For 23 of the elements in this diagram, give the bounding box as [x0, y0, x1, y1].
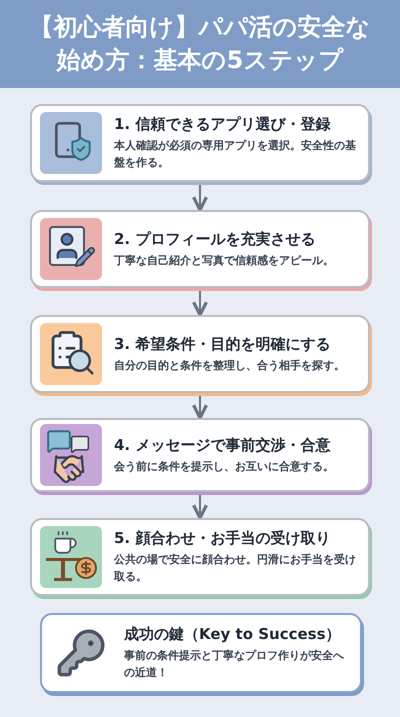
step-heading: 1. 信頼できるアプリ選び・登録: [114, 115, 332, 134]
step-card: [30, 518, 370, 596]
step-description: 丁寧な自己紹介と写真で信頼感をアピール。: [114, 252, 334, 268]
step-card: [30, 104, 370, 182]
step-heading: 5. 顔合わせ・お手当の受け取り: [114, 529, 332, 548]
tip-card: [40, 613, 362, 693]
step-card: [30, 315, 370, 393]
step-heading: 4. メッセージで事前交渉・合意: [114, 436, 332, 454]
arrow: [192, 288, 208, 317]
step-heading: 2. プロフィールを充実させる: [114, 230, 316, 248]
arrow: [192, 182, 208, 212]
title: 【初心者向け】パパ活の安全な始め方：基本の5ステップ: [28, 12, 372, 76]
step-description: 自分の目的と条件を整理し、合う相手を探す。: [114, 358, 345, 374]
step-card: [30, 418, 370, 492]
step-heading: 成功の鍵（Key to Success）: [124, 625, 342, 644]
step-description: 会う前に条件を提示し、お互いに合意する。: [114, 458, 334, 474]
step-heading: 3. 希望条件・目的を明確にする: [114, 334, 332, 354]
step-description: 事前の条件提示と丁寧なプロフ作りが安全への近道！: [124, 648, 345, 681]
step-card: [30, 210, 370, 288]
step-description: 本人確認が必須の専用アプリを選択。安全性の基盤を作る。: [114, 138, 357, 171]
arrow: [192, 492, 208, 520]
arrow: [192, 393, 208, 420]
step-description: 公共の場で安全に顔合わせ。円滑にお手当を受け取る。: [114, 552, 357, 585]
